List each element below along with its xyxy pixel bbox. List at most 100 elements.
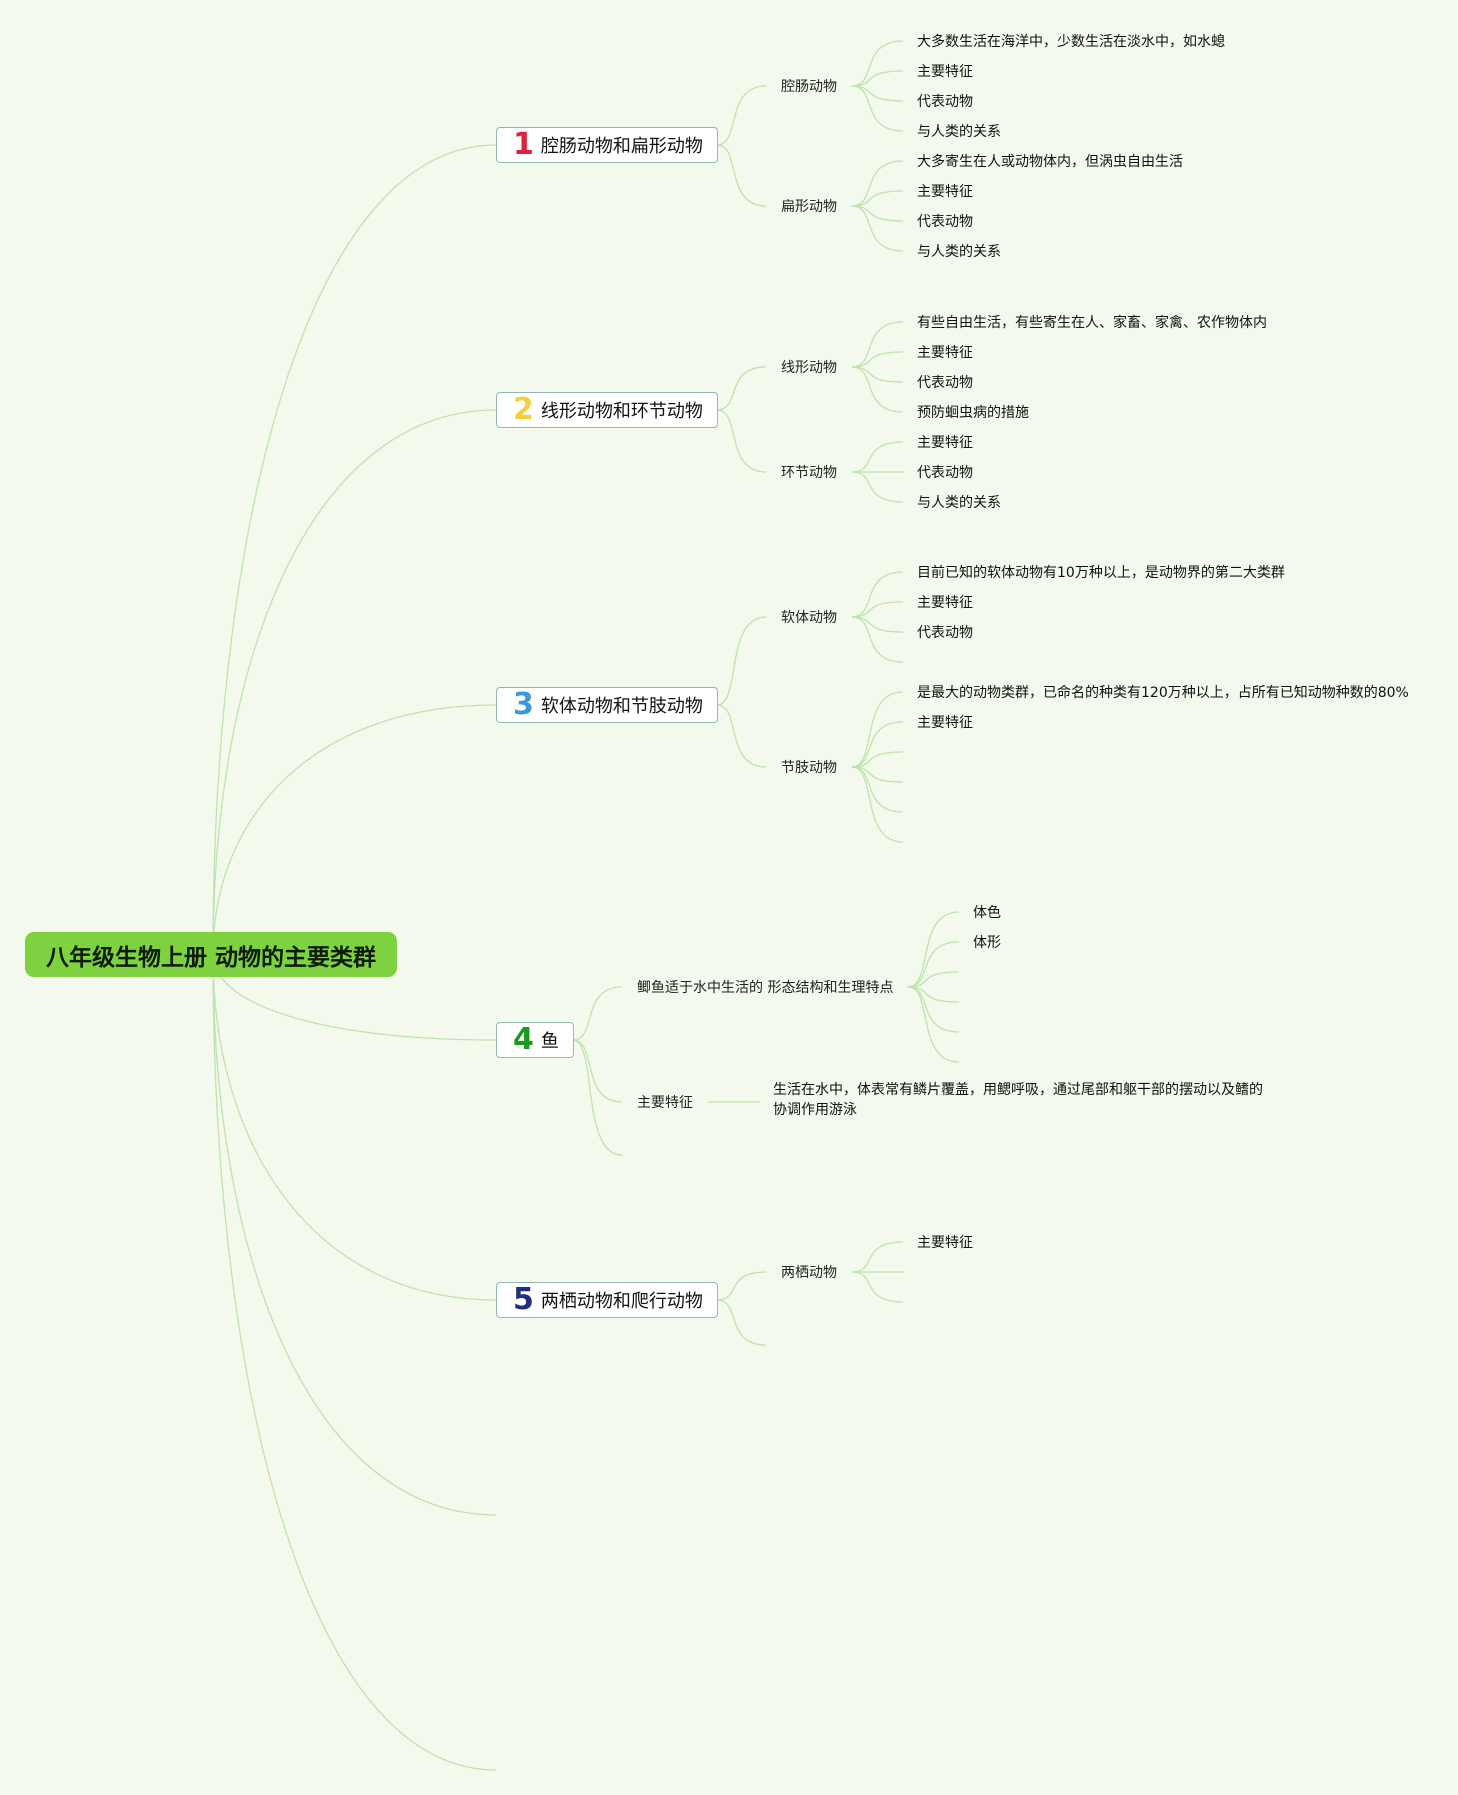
connector-b1-s2 — [716, 144, 767, 207]
sub-4-2[interactable]: 主要特征 — [637, 1095, 693, 1111]
branch-4-topic[interactable]: 4 鱼 — [496, 1022, 574, 1058]
branch-4-number: 4 — [513, 1022, 534, 1057]
branch-2-topic[interactable]: 2 线形动物和环节动物 — [496, 392, 718, 428]
leaf-4-1-2[interactable]: 体形 — [973, 935, 1001, 951]
sub-4-1[interactable]: 鲫鱼适于水中生活的 形态结构和生理特点 — [637, 980, 894, 996]
sub-1-1[interactable]: 腔肠动物 — [781, 79, 837, 95]
connector-s11-1 — [851, 70, 904, 87]
leaf-2-2-1[interactable]: 主要特征 — [917, 435, 973, 451]
sub-5-1[interactable]: 两栖动物 — [781, 1265, 837, 1281]
connector-s32-4 — [851, 766, 904, 813]
leaf-2-1-3[interactable]: 代表动物 — [917, 375, 973, 391]
connector-root-b7 — [212, 954, 497, 1771]
connector-root-b3 — [212, 704, 497, 956]
leaf-4-2-1[interactable]: 生活在水中，体表常有鳞片覆盖，用鳃呼吸，通过尾部和躯干部的摆动以及鳍的协调作用游… — [773, 1082, 1263, 1118]
branch-1-topic[interactable]: 1 腔肠动物和扁形动物 — [496, 127, 718, 163]
connector-s11-0 — [851, 40, 904, 87]
connector-s22-2 — [851, 471, 904, 503]
leaf-2-1-2[interactable]: 主要特征 — [917, 345, 973, 361]
connector-s12-3 — [851, 205, 904, 252]
connector-s21-1 — [851, 351, 904, 368]
connector-s12-2 — [851, 205, 904, 222]
connector-s41-2 — [907, 971, 960, 988]
connector-s51-0 — [851, 1241, 904, 1273]
connector-s41-3 — [907, 986, 960, 1003]
leaf-3-1-2[interactable]: 主要特征 — [917, 595, 973, 611]
leaf-1-2-3[interactable]: 代表动物 — [917, 214, 973, 230]
branch-3-topic[interactable]: 3 软体动物和节肢动物 — [496, 687, 718, 723]
root-title: 八年级生物上册 动物的主要类群 — [45, 944, 376, 971]
connector-b1-s1 — [716, 85, 767, 146]
leaf-1-2-1[interactable]: 大多寄生在人或动物体内，但涡虫自由生活 — [917, 154, 1183, 170]
connector-b4-s3 — [572, 1039, 623, 1156]
connector-root-b5 — [212, 954, 497, 1301]
connector-root-b1 — [212, 144, 497, 956]
connector-s21-3 — [851, 366, 904, 413]
leaf-1-1-1[interactable]: 大多数生活在海洋中，少数生活在淡水中，如水螅 — [917, 34, 1225, 50]
branch-1-label: 腔肠动物和扁形动物 — [540, 136, 703, 157]
leaf-2-1-4[interactable]: 预防蛔虫病的措施 — [917, 405, 1029, 421]
sub-1-2[interactable]: 扁形动物 — [781, 199, 837, 215]
connector-s41-4 — [907, 986, 960, 1033]
connector-b5-s2 — [716, 1299, 767, 1346]
connector-s41-0 — [907, 911, 960, 988]
connector-s32-2 — [851, 751, 904, 768]
leaf-5-1-1[interactable]: 主要特征 — [917, 1235, 973, 1251]
connector-s32-0 — [851, 691, 904, 768]
connector-s21-0 — [851, 321, 904, 368]
sub-3-1[interactable]: 软体动物 — [781, 610, 837, 626]
branch-4-label: 鱼 — [540, 1031, 559, 1052]
leaf-1-2-4[interactable]: 与人类的关系 — [917, 244, 1001, 260]
leaf-2-2-2[interactable]: 代表动物 — [917, 465, 973, 481]
branch-2-number: 2 — [513, 392, 534, 427]
sub-2-2[interactable]: 环节动物 — [781, 465, 837, 481]
sub-2-1[interactable]: 线形动物 — [781, 360, 837, 376]
connector-s41-5 — [907, 986, 960, 1063]
connector-s31-3 — [851, 616, 904, 663]
connector-s12-1 — [851, 190, 904, 207]
connector-b4-s2 — [572, 1039, 623, 1103]
branch-2-label: 线形动物和环节动物 — [540, 401, 703, 422]
connector-root-b6 — [212, 954, 497, 1516]
leaf-3-1-3[interactable]: 代表动物 — [917, 625, 973, 641]
leaf-4-1-1[interactable]: 体色 — [973, 905, 1001, 921]
leaf-2-1-1[interactable]: 有些自由生活，有些寄生在人、家畜、家禽、农作物体内 — [917, 315, 1267, 331]
connector-s21-2 — [851, 366, 904, 383]
connector-root-b2 — [212, 409, 497, 956]
connector-s11-2 — [851, 85, 904, 102]
connector-s31-2 — [851, 616, 904, 633]
branch-3-number: 3 — [513, 687, 534, 722]
connector-b4-s1 — [572, 986, 623, 1041]
connector-s41-1 — [907, 941, 960, 988]
connector-b2-s1 — [716, 366, 767, 411]
branch-1-number: 1 — [513, 127, 534, 162]
leaf-1-1-4[interactable]: 与人类的关系 — [917, 124, 1001, 140]
connector-b3-s2 — [716, 704, 767, 768]
leaf-1-2-2[interactable]: 主要特征 — [917, 184, 973, 200]
root-topic[interactable]: 八年级生物上册 动物的主要类群 — [25, 932, 397, 977]
connector-b2-s2 — [716, 409, 767, 473]
connector-b3-s1 — [716, 616, 767, 706]
connector-s32-1 — [851, 721, 904, 768]
connector-s32-3 — [851, 766, 904, 783]
leaf-1-1-3[interactable]: 代表动物 — [917, 94, 973, 110]
leaf-3-2-1[interactable]: 是最大的动物类群，已命名的种类有120万种以上，占所有已知动物种数的80% — [917, 685, 1409, 701]
connector-s11-3 — [851, 85, 904, 132]
branch-5-label: 两栖动物和爬行动物 — [540, 1291, 703, 1312]
branch-5-topic[interactable]: 5 两栖动物和爬行动物 — [496, 1282, 718, 1318]
leaf-3-1-1[interactable]: 目前已知的软体动物有10万种以上，是动物界的第二大类群 — [917, 565, 1285, 581]
connector-s31-0 — [851, 571, 904, 618]
leaf-1-1-2[interactable]: 主要特征 — [917, 64, 973, 80]
connector-s51-2 — [851, 1271, 904, 1303]
branch-3-label: 软体动物和节肢动物 — [540, 696, 703, 717]
connector-s12-0 — [851, 160, 904, 207]
sub-3-2[interactable]: 节肢动物 — [781, 760, 837, 776]
branch-5-number: 5 — [513, 1282, 534, 1317]
connector-s31-1 — [851, 601, 904, 618]
connector-s32-5 — [851, 766, 904, 843]
leaf-2-2-3[interactable]: 与人类的关系 — [917, 495, 1001, 511]
connector-s22-0 — [851, 441, 904, 473]
leaf-3-2-2[interactable]: 主要特征 — [917, 715, 973, 731]
